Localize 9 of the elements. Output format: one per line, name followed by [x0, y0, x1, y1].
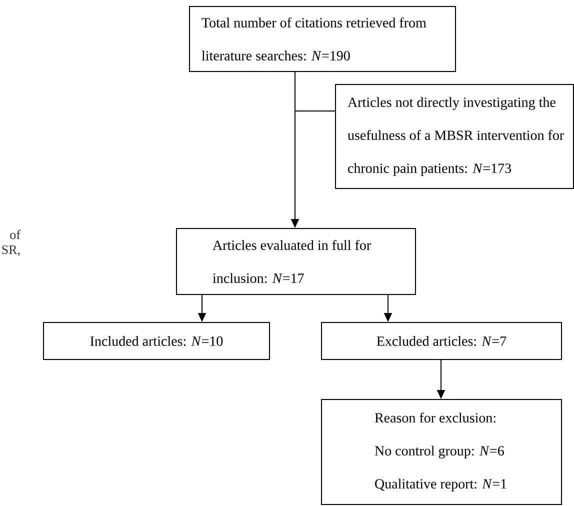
process-box: Total number of citations retrieved from literature searches: N=190 [189, 6, 456, 72]
process-box: Included articles: N=10 [43, 322, 270, 360]
caption-text: of [10, 230, 20, 240]
connector-line [294, 72, 336, 112]
caption-text: SR, [2, 245, 20, 256]
process-box: Articles not directly investigating the usefulness of a MBSR intervention for chronic pain patients: N=173 [335, 84, 574, 189]
process-box: Articles evaluated in full for inclusion: N=17 [176, 228, 416, 295]
process-box: Reason for exclusion: No control group: N=6 Qualitative report: N=1 [321, 399, 562, 505]
process-box: Excluded articles: N=7 [321, 322, 562, 360]
